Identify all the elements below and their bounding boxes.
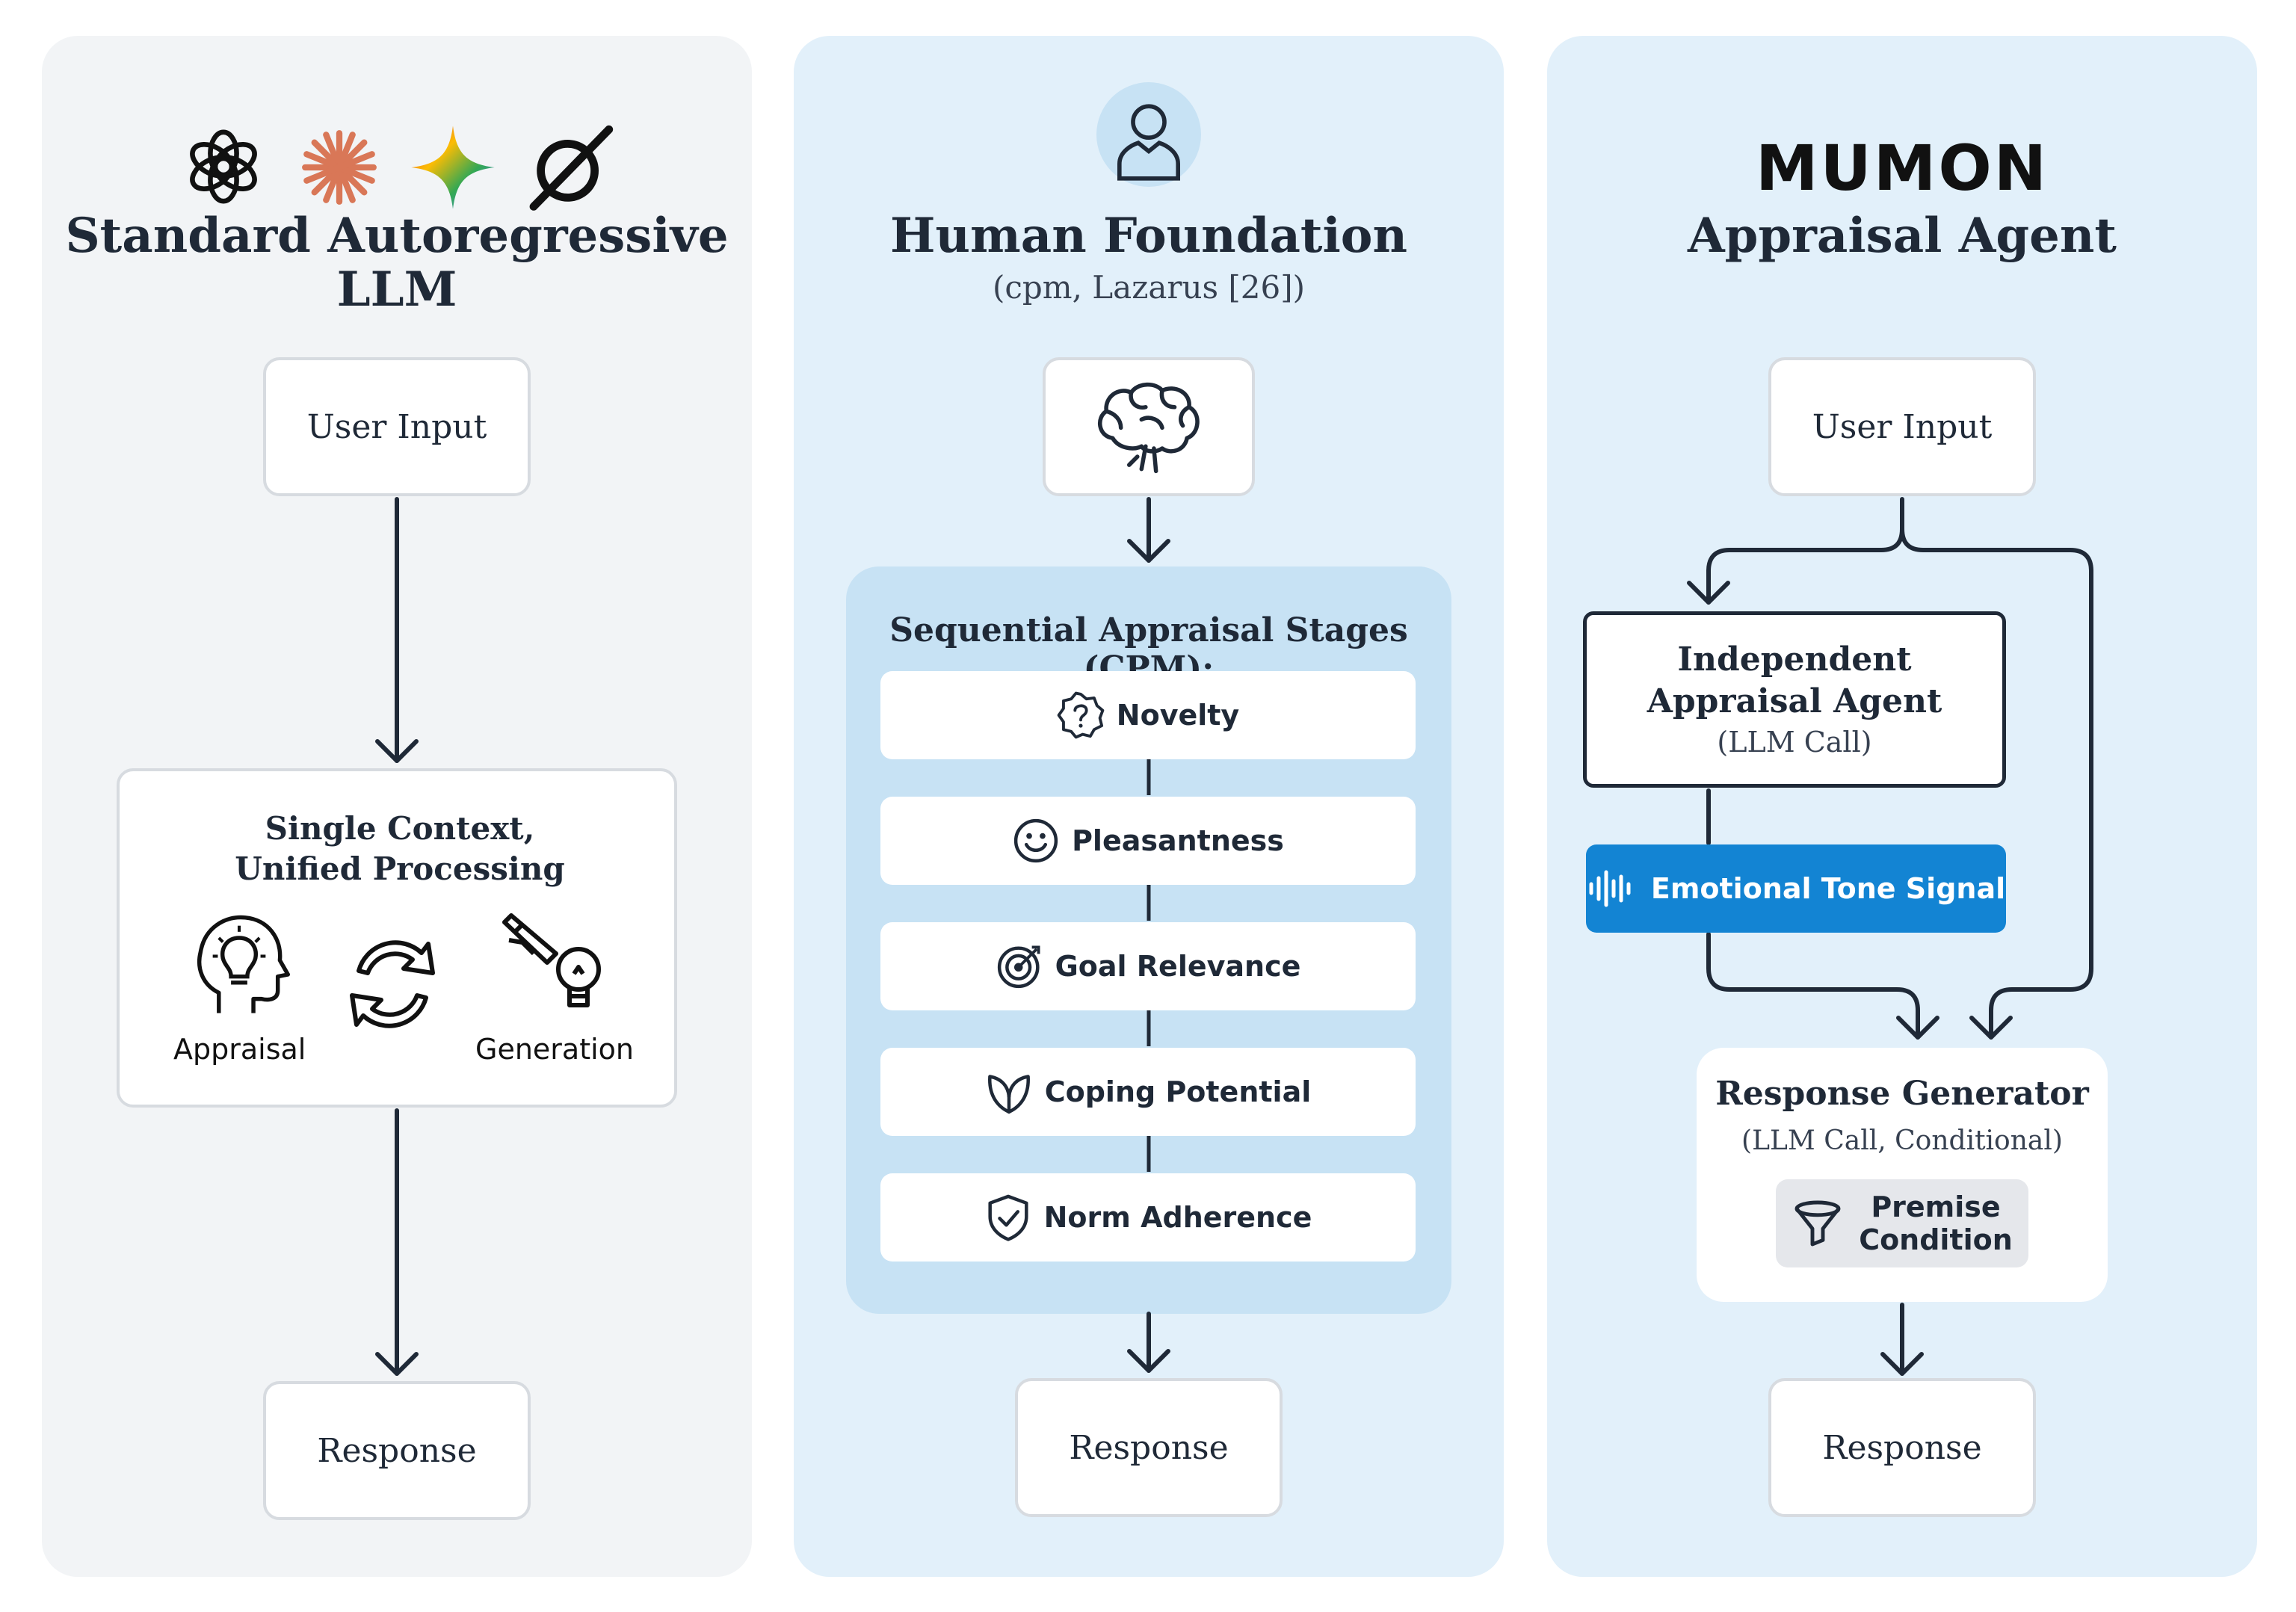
- process-title-line1: Single Context,: [265, 810, 535, 847]
- panel-title: Human Foundation: [890, 208, 1407, 264]
- stage-pleasantness: Pleasantness: [880, 797, 1416, 885]
- stage-label: Coping Potential: [1044, 1075, 1312, 1108]
- target-icon: [997, 945, 1040, 989]
- response-box: Response: [1768, 1378, 2036, 1517]
- stage-coping-potential: Coping Potential: [880, 1048, 1416, 1136]
- left-arrows: [375, 497, 419, 1376]
- panel-subtitle: (cpm, Lazarus [26]): [992, 269, 1306, 306]
- cpm-stages-block: Sequential Appraisal Stages (CPM): Novel…: [846, 566, 1451, 1314]
- grok-logo-icon: [529, 125, 614, 211]
- human-foundation-panel: Human Foundation (cpm, Lazarus [26]) Seq…: [794, 36, 1504, 1577]
- response-box: Response: [263, 1381, 531, 1520]
- appraisal-label: Appraisal: [173, 1033, 306, 1066]
- head-lightbulb-icon: [197, 915, 290, 1013]
- generation-label: Generation: [475, 1033, 634, 1066]
- process-title-line2: Unified Processing: [235, 850, 565, 887]
- gemini-star-icon: [411, 126, 495, 209]
- unified-processing-box: Single Context, Unified Processing: [117, 768, 677, 1108]
- shield-check-icon: [988, 1194, 1028, 1241]
- stage-label: Pleasantness: [1072, 824, 1284, 857]
- premise-condition-chip: Premise Condition: [1776, 1179, 2028, 1267]
- pencil-lightbulb-icon: [502, 913, 601, 1007]
- agent-title-line2: Appraisal Agent: [1647, 682, 1942, 720]
- panel-title: Appraisal Agent: [1688, 208, 2117, 264]
- stage-label: Norm Adherence: [1043, 1201, 1312, 1234]
- brain-box: [1043, 357, 1255, 496]
- stage-goal-relevance: Goal Relevance: [880, 922, 1416, 1010]
- user-input-box: User Input: [1768, 357, 2036, 496]
- stage-label: Goal Relevance: [1055, 950, 1301, 983]
- response-generator-box: Response Generator (LLM Call, Conditiona…: [1697, 1048, 2108, 1302]
- stage-novelty: Novelty: [880, 671, 1416, 759]
- agent-subtitle: (LLM Call): [1717, 726, 1872, 759]
- stage-connector-lines: [1147, 759, 1151, 1172]
- response-box: Response: [1015, 1378, 1283, 1517]
- sound-wave-icon: [1589, 870, 1631, 907]
- stage-norm-adherence: Norm Adherence: [880, 1173, 1416, 1262]
- middle-arrows: [1127, 497, 1170, 1373]
- user-input-box: User Input: [263, 357, 531, 496]
- funnel-icon: [1794, 1200, 1841, 1247]
- leaf-icon: [987, 1075, 1030, 1114]
- mumon-logo: MUMON: [1755, 132, 2049, 205]
- generator-subtitle: (LLM Call, Conditional): [1741, 1125, 2063, 1156]
- appraisal-agent-panel: MUMON Appraisal Agent User Input Indepen…: [1547, 36, 2257, 1577]
- smile-icon: [1013, 818, 1058, 863]
- llm-logo-row: [42, 103, 752, 238]
- premise-line1: Premise: [1871, 1191, 2001, 1223]
- emotional-tone-signal: Emotional Tone Signal: [1586, 844, 2006, 933]
- openai-logo-icon: [190, 129, 257, 204]
- panel-title-line2: LLM: [336, 262, 457, 318]
- claude-sparkle-icon: [302, 130, 377, 205]
- cycle-arrows-icon: [350, 940, 435, 1028]
- generator-title: Response Generator: [1715, 1075, 2089, 1113]
- tone-signal-label: Emotional Tone Signal: [1650, 872, 2006, 905]
- agent-title-line1: Independent: [1677, 640, 1912, 679]
- stage-label: Novelty: [1116, 699, 1240, 732]
- brain-icon: [1098, 382, 1200, 474]
- panel-title-line1: Standard Autoregressive: [65, 208, 729, 264]
- independent-appraisal-agent-box: Independent Appraisal Agent (LLM Call): [1583, 611, 2006, 788]
- question-badge-icon: [1057, 691, 1105, 739]
- standard-llm-panel: Standard Autoregressive LLM User Input S…: [42, 36, 752, 1577]
- person-avatar-icon: [1096, 82, 1201, 187]
- right-arrows: [1687, 497, 2093, 1376]
- premise-line2: Condition: [1859, 1223, 2013, 1256]
